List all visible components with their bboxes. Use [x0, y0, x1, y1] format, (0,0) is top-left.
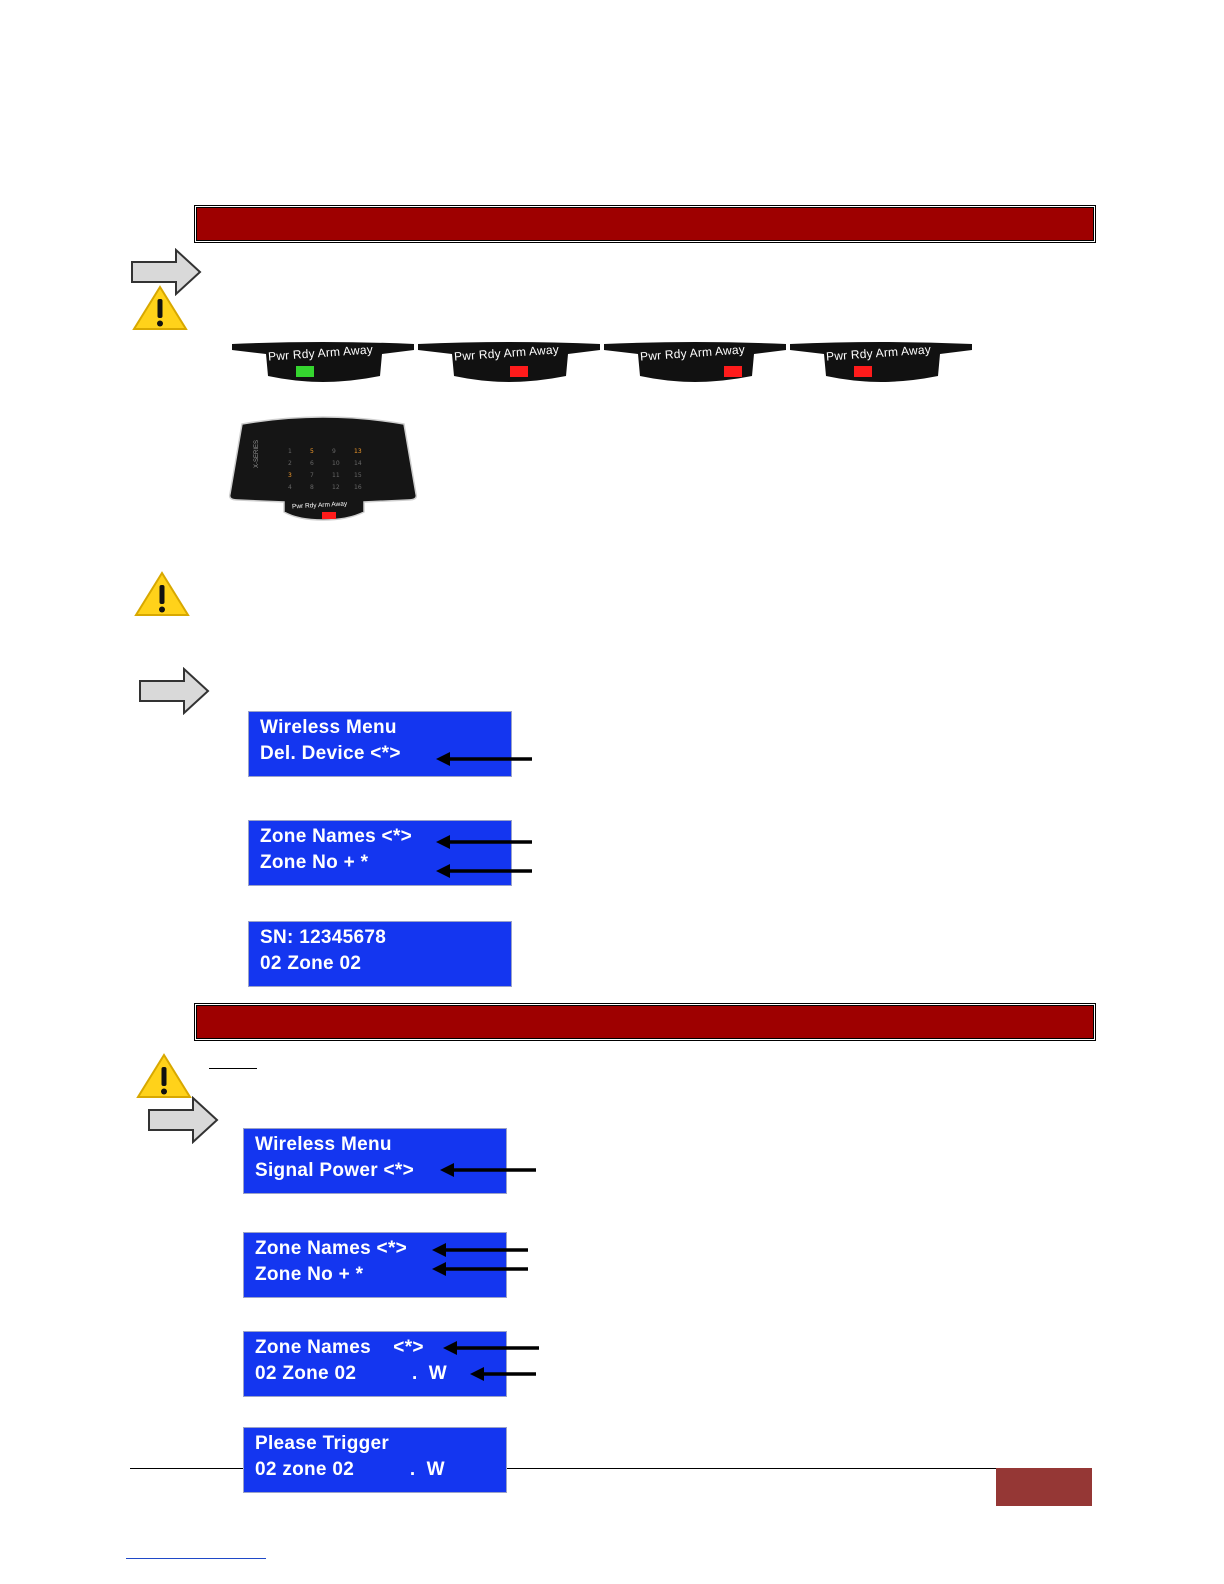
page-number-box	[996, 1468, 1092, 1506]
pointer-arrow-icon	[432, 1262, 528, 1276]
lcd-line-2: 02 Zone 02	[260, 953, 362, 974]
keypad-zone-number: 12	[332, 484, 340, 491]
led-strip: Pwr Rdy Arm Away	[788, 342, 974, 384]
lcd-screen: SN: 12345678 02 Zone 02	[248, 921, 512, 987]
keypad-zone-number: 1	[288, 448, 292, 455]
arrow-right-icon	[131, 248, 202, 296]
lcd-screen: Wireless Menu Del. Device <*>	[248, 711, 512, 777]
lcd-screen: Zone Names <*> Zone No + *	[243, 1232, 507, 1298]
keypad-zone-number: 7	[310, 472, 314, 479]
pointer-arrow-icon	[436, 835, 532, 849]
lcd-line-1: Zone Names <*>	[255, 1337, 424, 1358]
lcd-line-1: Zone Names <*>	[255, 1238, 408, 1259]
keypad-zone-number: 3	[288, 472, 292, 479]
lcd-screen: Please Trigger 02 zone 02 . W	[243, 1427, 507, 1493]
keypad-zone-number: 11	[332, 472, 340, 479]
keypad-zone-number: 5	[310, 448, 314, 455]
led-strip: Pwr Rdy Arm Away	[416, 342, 602, 384]
section-header-bar-1	[196, 207, 1094, 241]
lcd-line-1: SN: 12345678	[260, 927, 387, 948]
arrow-right-icon	[139, 667, 210, 715]
status-led	[724, 366, 742, 377]
lcd-line-1: Zone Names <*>	[260, 826, 413, 847]
lcd-line-1: Wireless Menu	[260, 717, 397, 738]
lcd-screen: Zone Names <*> 02 Zone 02 . W	[243, 1331, 507, 1397]
keypad-zone-number: 8	[310, 484, 314, 491]
footer-link-underline[interactable]	[126, 1558, 266, 1559]
lcd-line-2: 02 Zone 02 . W	[255, 1363, 447, 1384]
keypad-zone-number: 16	[354, 484, 362, 491]
caution-icon	[132, 285, 188, 330]
pointer-arrow-icon	[432, 1243, 528, 1257]
lcd-line-2: Del. Device <*>	[260, 743, 401, 764]
arrow-right-icon	[148, 1096, 219, 1144]
keypad-zone-number: 15	[354, 472, 362, 479]
keypad-zone-number: 2	[288, 460, 292, 467]
keypad-zone-number: 6	[310, 460, 314, 467]
pointer-arrow-icon	[440, 1163, 536, 1177]
caution-icon	[134, 571, 190, 616]
section-header-bar-2	[196, 1005, 1094, 1039]
lcd-line-2: 02 zone 02 . W	[255, 1459, 445, 1480]
note-underline	[209, 1068, 257, 1069]
led-strip: Pwr Rdy Arm Away	[602, 342, 788, 384]
footer-rule	[130, 1468, 996, 1469]
pointer-arrow-icon	[436, 752, 532, 766]
lcd-line-1: Wireless Menu	[255, 1134, 392, 1155]
lcd-line-2: Zone No + *	[255, 1264, 364, 1285]
lcd-line-2: Zone No + *	[260, 852, 369, 873]
status-led	[854, 366, 872, 377]
caution-icon	[136, 1053, 192, 1098]
status-led	[296, 366, 314, 377]
keypad-brand: X-SERIES	[254, 439, 260, 468]
keypad-zone-number: 4	[288, 484, 292, 491]
keypad-zone-number: 9	[332, 448, 336, 455]
keypad-zone-number: 13	[354, 448, 362, 455]
lcd-screen: Zone Names <*> Zone No + *	[248, 820, 512, 886]
pointer-arrow-icon	[443, 1341, 539, 1355]
led-strip: Pwr Rdy Arm Away	[230, 342, 416, 384]
lcd-line-2: Signal Power <*>	[255, 1160, 414, 1181]
status-led	[510, 366, 528, 377]
keypad-zone-number: 10	[332, 460, 340, 467]
pointer-arrow-icon	[436, 864, 532, 878]
pointer-arrow-icon	[470, 1367, 536, 1381]
lcd-screen: Wireless Menu Signal Power <*>	[243, 1128, 507, 1194]
lcd-line-1: Please Trigger	[255, 1433, 390, 1454]
keypad-led	[322, 512, 336, 519]
keypad-zone-number: 14	[354, 460, 362, 467]
